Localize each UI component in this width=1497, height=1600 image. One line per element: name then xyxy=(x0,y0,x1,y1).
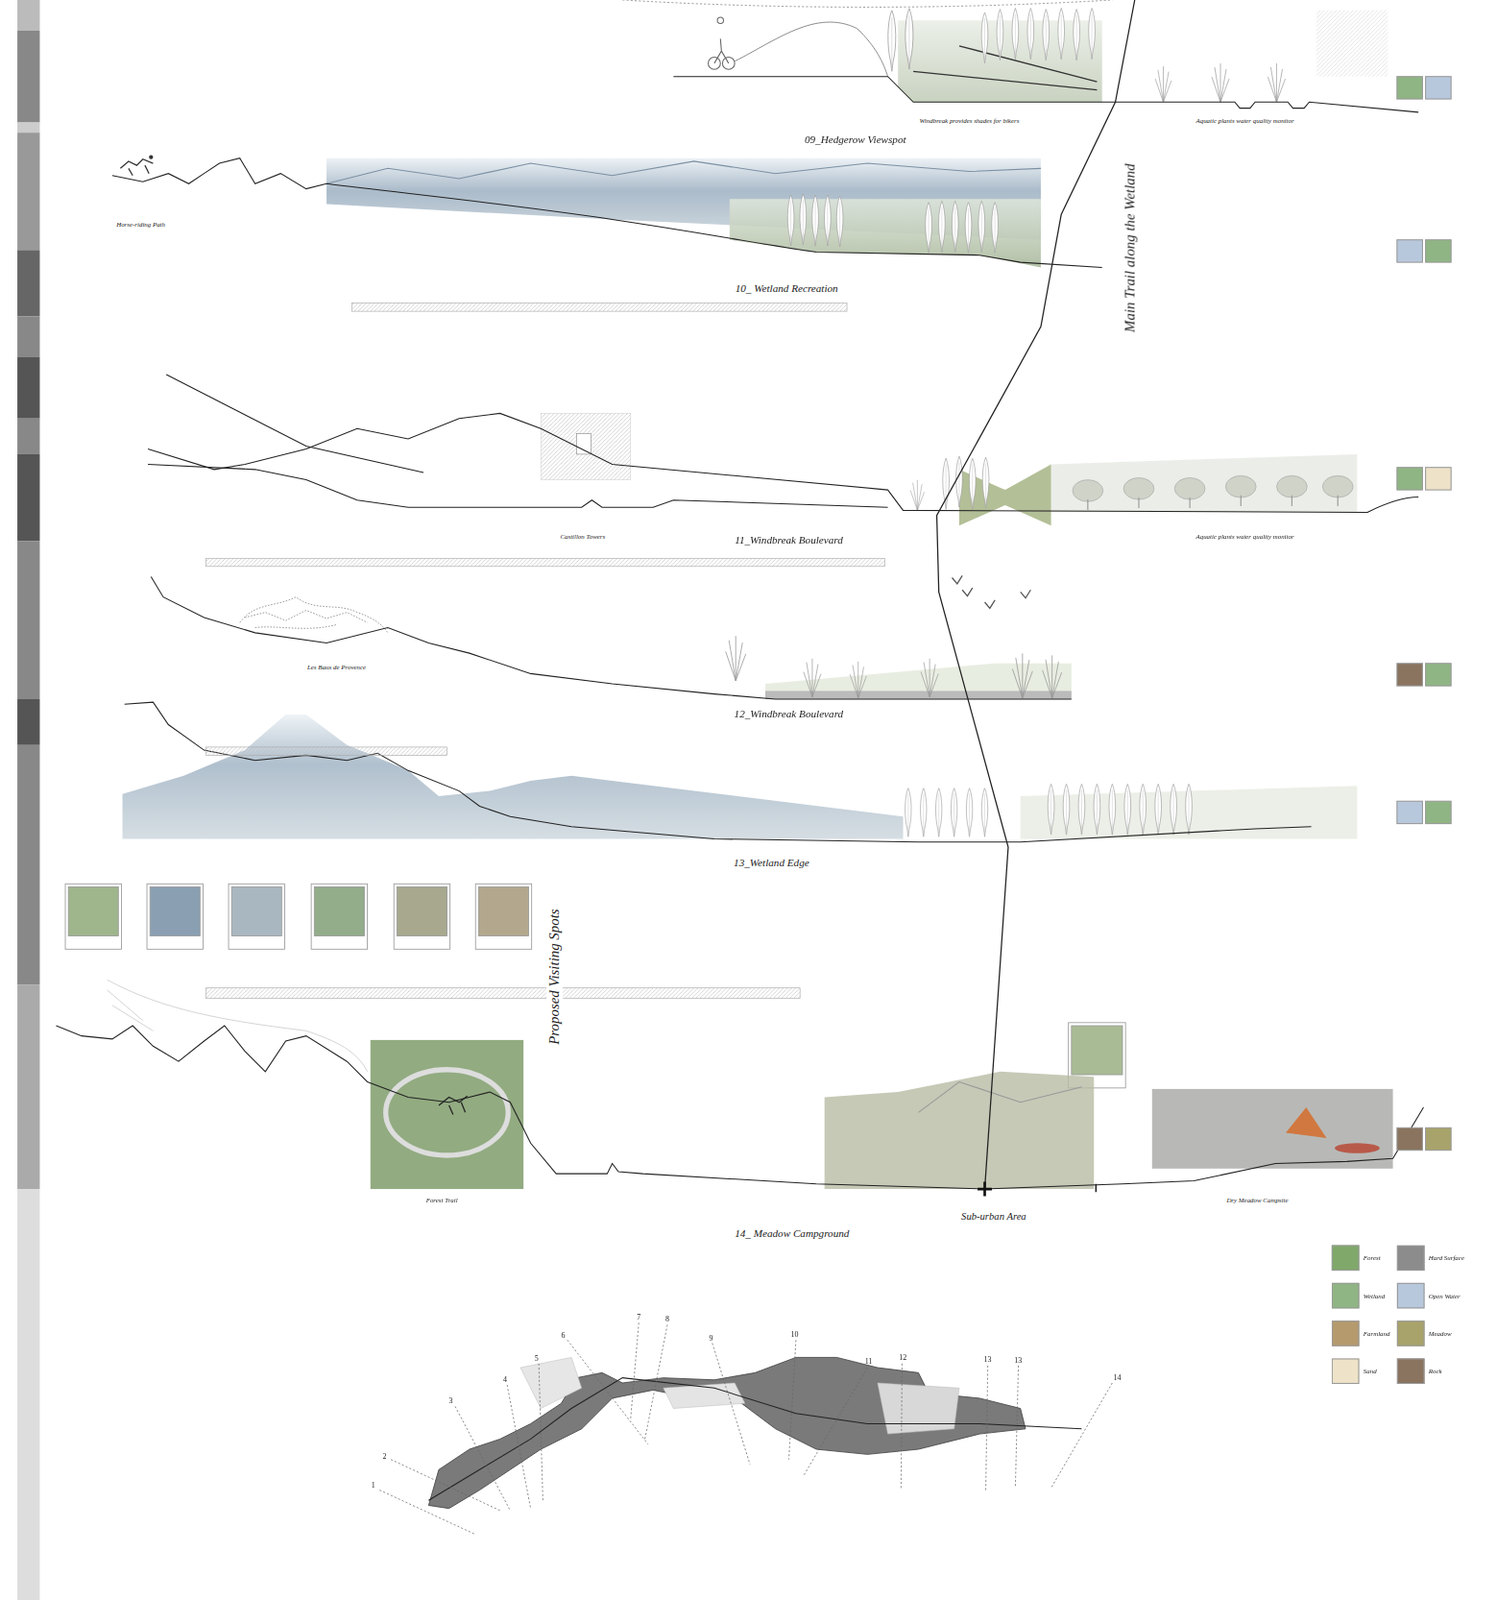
callout-number: 14 xyxy=(1111,1373,1122,1382)
callout-number: 13 xyxy=(1013,1355,1023,1365)
section-label: Aquatic plants water quality monitor xyxy=(1194,531,1295,540)
callout-number: 8 xyxy=(664,1314,671,1324)
legend-label: Forest xyxy=(1362,1254,1382,1262)
section-label: Windbreak provides shades for bikers xyxy=(917,116,1020,124)
section-label: Horse-riding Path xyxy=(115,219,167,228)
legend-label: Farmland xyxy=(1362,1329,1392,1338)
legend-label: Open Water xyxy=(1427,1291,1462,1300)
callout-number: 12 xyxy=(897,1352,908,1362)
legend-label: Wetland xyxy=(1362,1291,1387,1300)
callout-number: 11 xyxy=(864,1356,874,1366)
legend-swatch xyxy=(1331,1282,1360,1309)
section-label: Aquatic plants water quality monitor xyxy=(1194,116,1295,124)
vertical-title: Proposed Visiting Spots xyxy=(546,907,563,1045)
vertical-title: Main Trail along the Wetland xyxy=(1121,162,1138,334)
legend-swatch xyxy=(1331,1357,1360,1384)
legend-swatch xyxy=(1331,1320,1360,1347)
callout-number: 10 xyxy=(790,1329,800,1339)
legend-swatch xyxy=(1397,1320,1425,1347)
section-label: Les Baux de Provence xyxy=(306,662,367,671)
legend-swatch xyxy=(1331,1245,1360,1272)
section-label: Forest Trail xyxy=(425,1195,459,1204)
section-label: 11_Windbreak Boulevard xyxy=(733,534,845,548)
legend-swatch xyxy=(1397,1282,1425,1309)
section-label: 13_Wetland Edge xyxy=(732,857,811,870)
section-label: 14_ Meadow Campground xyxy=(733,1227,850,1240)
legend-swatch xyxy=(1397,1357,1425,1384)
callout-number: 1 xyxy=(370,1481,377,1491)
section-label: Castillon Towers xyxy=(558,531,606,540)
callout-number: 6 xyxy=(559,1330,566,1340)
section-label: 09_Hedgerow Viewspot xyxy=(803,133,908,146)
legend-swatch xyxy=(1397,1245,1425,1272)
section-label: Sub-urban Area xyxy=(960,1209,1028,1222)
callout-number: 7 xyxy=(635,1312,642,1322)
section-label: 12_Windbreak Boulevard xyxy=(733,708,846,722)
section-label: 10_ Wetland Recreation xyxy=(734,282,840,295)
section-label: Dry Meadow Campsite xyxy=(1225,1195,1289,1204)
callout-number: 2 xyxy=(381,1451,387,1461)
legend-label: Hard Surface xyxy=(1427,1254,1466,1262)
callout-number: 4 xyxy=(502,1375,508,1384)
callout-number: 9 xyxy=(708,1333,715,1343)
legend-label: Rock xyxy=(1427,1367,1444,1376)
legend-label: Sand xyxy=(1362,1367,1378,1376)
callout-number: 3 xyxy=(448,1396,455,1405)
callout-number: 13 xyxy=(982,1354,992,1364)
callout-number: 5 xyxy=(533,1353,540,1363)
legend-label: Meadow xyxy=(1427,1329,1453,1338)
